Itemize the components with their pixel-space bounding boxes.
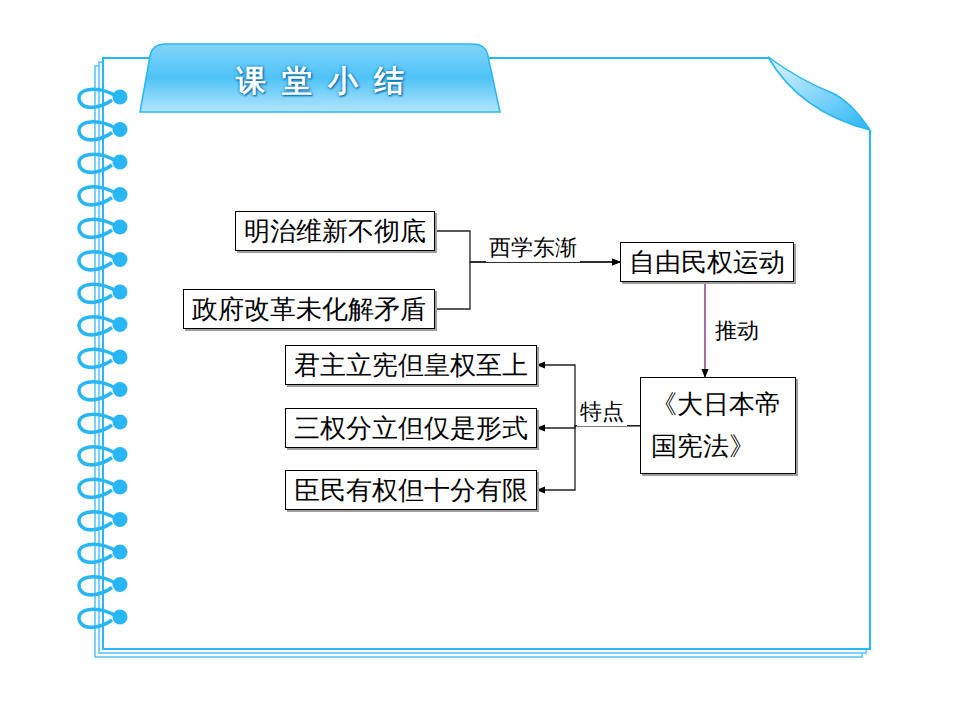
box-text: 政府改革未化解矛盾 <box>192 290 426 328</box>
ring-hole <box>113 252 128 267</box>
edge-label: 推动 <box>712 317 762 345</box>
connector-arrow <box>435 231 620 262</box>
ring-hole <box>113 577 128 592</box>
cause-box: 政府改革未化解矛盾 <box>183 289 435 329</box>
connector-arrow <box>704 282 705 377</box>
ring-hole <box>113 350 128 365</box>
feature-box: 三权分立但仅是形式 <box>285 408 537 448</box>
box-text: 自由民权运动 <box>629 243 785 281</box>
box-text: 明治维新不彻底 <box>244 212 426 250</box>
connector-arrow <box>435 262 620 309</box>
box-text: 君主立宪但皇权至上 <box>294 346 528 384</box>
ring-hook <box>79 577 118 595</box>
movement-box: 自由民权运动 <box>620 242 794 282</box>
ring-hole <box>113 187 128 202</box>
ring-hole <box>113 382 128 397</box>
ring-hole <box>113 545 128 560</box>
feature-box: 君主立宪但皇权至上 <box>285 345 537 385</box>
ring-hook <box>79 609 118 627</box>
ring-hook <box>79 219 118 237</box>
ring-hole <box>113 447 128 462</box>
ring-hook <box>79 284 118 302</box>
ring-hook <box>79 89 118 107</box>
spiral-rings <box>79 89 128 627</box>
box-text: 臣民有权但十分有限 <box>294 471 528 509</box>
constitution-box: 《大日本帝国宪法》 <box>640 377 796 474</box>
cause-box: 明治维新不彻底 <box>235 211 435 251</box>
ring-hole <box>113 512 128 527</box>
ring-hook <box>79 544 118 562</box>
ring-hook <box>79 414 118 432</box>
ring-hook <box>79 512 118 530</box>
box-text: 《大日本帝国宪法》 <box>651 384 785 467</box>
edge-label: 西学东渐 <box>486 234 580 262</box>
ring-hook <box>79 252 118 270</box>
page-front <box>103 58 870 649</box>
ring-hole <box>113 285 128 300</box>
ring-hole <box>113 122 128 137</box>
ring-hook <box>79 122 118 140</box>
slide-title: 课堂小结 <box>160 56 480 106</box>
title-tab <box>140 44 500 112</box>
ring-hole <box>113 415 128 430</box>
edge-label: 特点 <box>577 398 627 426</box>
ring-hole <box>113 220 128 235</box>
ring-hook <box>79 447 118 465</box>
box-text: 三权分立但仅是形式 <box>294 409 528 447</box>
ring-hook <box>79 187 118 205</box>
ring-hook <box>79 154 118 172</box>
ring-hole <box>113 90 128 105</box>
page-curl <box>768 57 870 130</box>
ring-hook <box>79 479 118 497</box>
ring-hole <box>113 480 128 495</box>
ring-hook <box>79 317 118 335</box>
ring-hole <box>113 317 128 332</box>
ring-hole <box>113 610 128 625</box>
connector-arrow <box>537 426 640 490</box>
connector-arrow <box>537 365 640 426</box>
page-corner-cut <box>768 56 872 132</box>
ring-hook <box>79 382 118 400</box>
ring-hole <box>113 155 128 170</box>
feature-box: 臣民有权但十分有限 <box>285 470 537 510</box>
ring-hook <box>79 349 118 367</box>
